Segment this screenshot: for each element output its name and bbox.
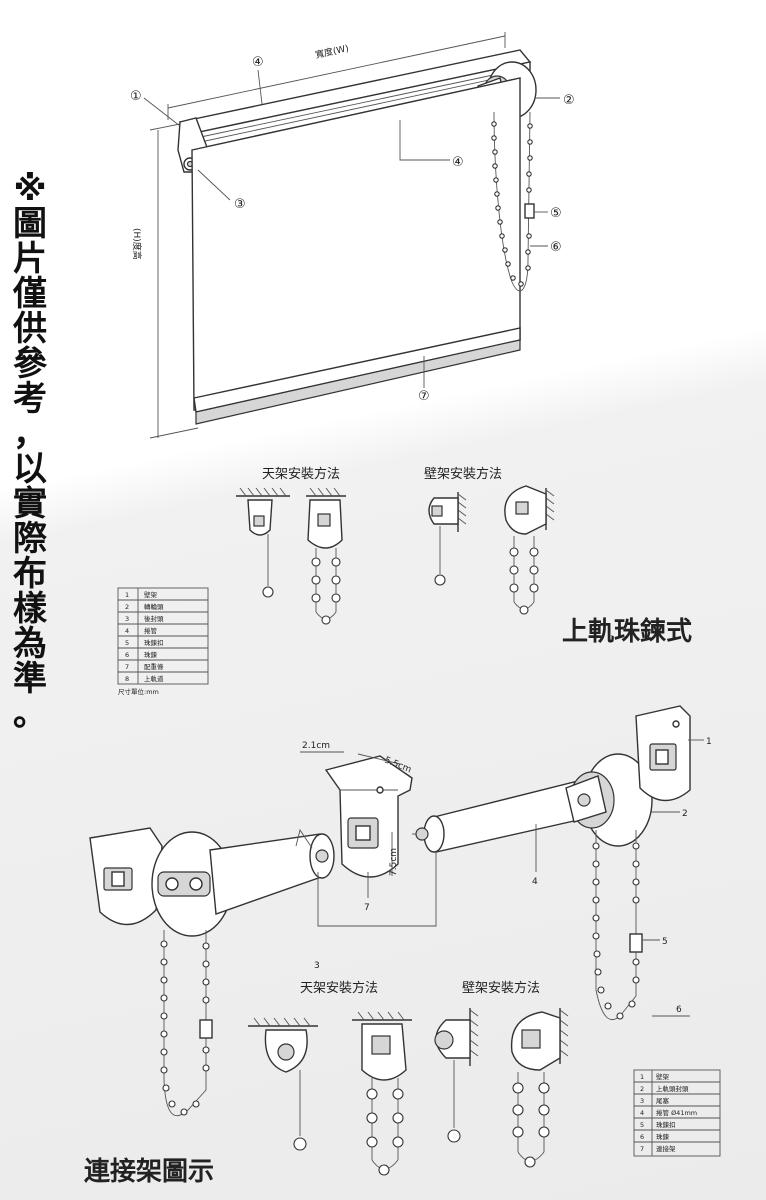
callout-2: ② <box>563 93 575 108</box>
callout-3: ③ <box>234 197 246 212</box>
note-char: 為 <box>13 624 47 664</box>
note-char: 。 <box>13 694 47 734</box>
part-3: 3 <box>314 961 320 971</box>
svg-text:轉輪頭: 轉輪頭 <box>144 602 164 611</box>
svg-text:7: 7 <box>640 1145 644 1153</box>
top-callouts: ④ ① ② ③ ④ ⑤ ⑥ ⑦ <box>130 55 575 404</box>
svg-text:壁架: 壁架 <box>656 1072 670 1081</box>
svg-text:6: 6 <box>640 1133 644 1141</box>
svg-text:2: 2 <box>125 603 129 611</box>
note-char: 圖 <box>13 204 47 244</box>
svg-text:3: 3 <box>640 1097 644 1105</box>
note-char: 僅 <box>13 274 47 314</box>
callout-4b: ④ <box>452 155 464 170</box>
bottom-section-title: 連接架圖示 <box>84 1157 214 1187</box>
svg-text:捲管 Ø41mm: 捲管 Ø41mm <box>656 1108 697 1117</box>
callout-5: ⑤ <box>550 206 562 221</box>
bottom-parts-legend: 1 壁架 2 上軌頭封頭 3 尾塞 4 捲管 Ø41mm 5 珠鍊扣 6 珠鍊 … <box>633 1069 721 1157</box>
svg-text:上軌頭封頭: 上軌頭封頭 <box>656 1084 689 1093</box>
callout-6: ⑥ <box>550 240 562 255</box>
left-roller-tube <box>209 833 325 915</box>
bottom-ceiling-mount <box>248 1011 412 1176</box>
svg-text:3: 3 <box>125 615 129 623</box>
blind-assembly: 寬度(W) (H)度高 <box>131 32 560 439</box>
svg-text:1: 1 <box>125 591 129 599</box>
svg-text:6: 6 <box>125 651 129 659</box>
svg-text:1: 1 <box>640 1073 644 1081</box>
bottom-right-chain <box>592 830 643 1021</box>
svg-text:5: 5 <box>640 1121 644 1129</box>
svg-text:尾塞: 尾塞 <box>656 1096 670 1105</box>
note-char: ， <box>13 414 47 454</box>
note-char: 以 <box>13 449 47 489</box>
part-6: 6 <box>676 1005 682 1015</box>
svg-text:珠鍊扣: 珠鍊扣 <box>144 638 164 647</box>
svg-text:上軌道: 上軌道 <box>144 674 164 683</box>
svg-text:後封頭: 後封頭 <box>144 614 164 623</box>
part-5: 5 <box>662 937 668 947</box>
part-2: 2 <box>682 809 688 819</box>
note-char: 準 <box>13 659 47 699</box>
top-ceiling-mount <box>236 487 346 625</box>
note-char: 參 <box>13 344 47 384</box>
top-section-title: 上軌珠鍊式 <box>562 616 692 647</box>
width-label: 寬度(W) <box>314 42 350 61</box>
note-char: 際 <box>13 519 47 559</box>
top-wall-title: 壁架安裝方法 <box>424 466 502 482</box>
note-char: ※ <box>13 169 47 209</box>
callout-4a: ④ <box>252 55 264 70</box>
callout-7: ⑦ <box>418 389 430 404</box>
svg-text:壁架: 壁架 <box>144 590 158 599</box>
bottom-ceiling-title: 天架安裝方法 <box>300 980 378 996</box>
note-char: 供 <box>13 309 47 349</box>
svg-text:7: 7 <box>125 663 129 671</box>
dim-2-1cm: 2.1cm <box>302 741 330 751</box>
reference-note: ※ 圖 片 僅 供 參 考 ， 以 實 際 布 樣 為 準 。 <box>8 172 52 732</box>
svg-text:8: 8 <box>125 675 129 683</box>
note-char: 片 <box>13 239 47 279</box>
center-connector-bracket <box>324 755 413 878</box>
svg-text:4: 4 <box>125 627 129 635</box>
top-wall-mount <box>428 485 555 615</box>
svg-text:連接架: 連接架 <box>656 1144 676 1153</box>
height-label: (H)度高 <box>131 228 143 260</box>
connector-assembly: 2.1cm 5.5cm 7.5cm <box>89 705 704 1117</box>
note-char: 樣 <box>13 589 47 629</box>
top-ceiling-title: 天架安裝方法 <box>262 466 340 482</box>
part-1: 1 <box>706 737 712 747</box>
legend-unit-note: 尺寸單位:mm <box>118 687 159 696</box>
note-char: 布 <box>13 554 47 594</box>
svg-text:珠鍊: 珠鍊 <box>656 1132 670 1141</box>
svg-text:2: 2 <box>640 1085 644 1093</box>
note-char: 實 <box>13 484 47 524</box>
top-bead-chain <box>491 111 535 292</box>
svg-text:配重條: 配重條 <box>144 662 164 671</box>
top-parts-legend: 1 壁架 2 轉輪頭 3 後封頭 4 捲管 5 珠鍊扣 6 珠鍊 7 配重條 8… <box>117 587 209 696</box>
svg-text:4: 4 <box>640 1109 644 1117</box>
part-4: 4 <box>532 877 538 887</box>
bottom-left-chain <box>160 930 213 1117</box>
bottom-wall-mount <box>434 1008 569 1168</box>
svg-text:捲管: 捲管 <box>144 626 158 635</box>
bottom-wall-title: 壁架安裝方法 <box>462 980 540 996</box>
svg-text:5: 5 <box>125 639 129 647</box>
callout-1: ① <box>130 89 142 104</box>
chain-stopper <box>524 203 535 219</box>
part-7: 7 <box>364 903 370 913</box>
dim-7-5cm: 7.5cm <box>389 848 399 876</box>
svg-text:珠鍊扣: 珠鍊扣 <box>656 1120 676 1129</box>
note-char: 考 <box>13 379 47 419</box>
svg-text:珠鍊: 珠鍊 <box>144 650 158 659</box>
bottom-part-numbers: 1 2 3 4 5 6 7 <box>314 737 712 1015</box>
